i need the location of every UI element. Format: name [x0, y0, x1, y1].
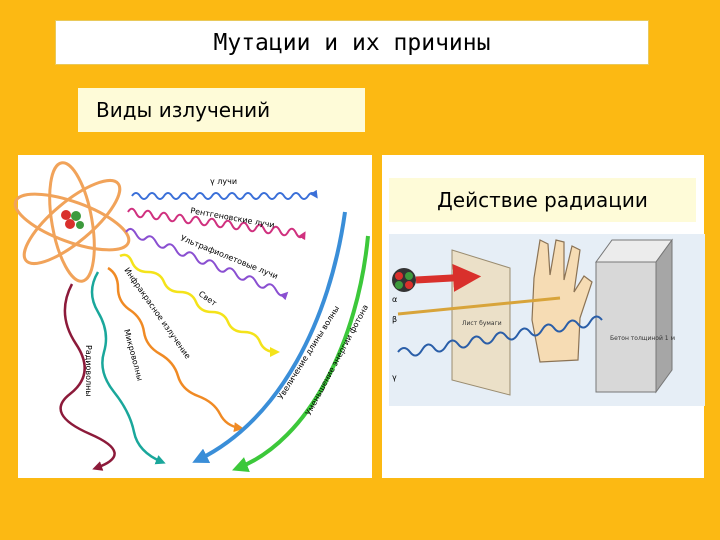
title-box: Мутации и их причины [55, 20, 649, 65]
slide-title: Мутации и их причины [213, 29, 491, 56]
light-label: Свет [197, 289, 219, 308]
alpha-particle-icon [392, 268, 416, 292]
gamma-beam [397, 315, 603, 357]
concrete-label: Бетон толщиной 1 м [610, 335, 675, 342]
effect-title-box: Действие радиации [389, 178, 696, 222]
radio-label: Радиоволны [84, 345, 93, 397]
subtitle-box: Виды излучений [78, 88, 365, 132]
radio-wave [59, 283, 116, 471]
energy-label: Уменьшение энергии фотона [304, 303, 370, 417]
alpha-label: α [392, 295, 397, 304]
concrete-block-front [595, 261, 657, 393]
nucleus-icon [61, 210, 84, 229]
beta-beam [397, 296, 561, 316]
hand-icon [531, 239, 593, 363]
gamma-effect-label: γ [392, 373, 397, 382]
uv-label: Ультрафиолетовые лучи [179, 234, 279, 281]
subtitle: Виды излучений [96, 98, 271, 122]
radiation-types-panel [18, 155, 372, 478]
microwave-label: Микроволны [122, 328, 144, 382]
alpha-beam [415, 263, 482, 292]
wavelength-label: Увеличение длины волны [276, 304, 341, 401]
wavelength-arrow [192, 211, 347, 463]
atom-icon [13, 161, 131, 283]
gamma-label: γ лучи [210, 177, 237, 186]
uv-wave [125, 228, 289, 301]
light-wave [119, 253, 280, 357]
effect-title: Действие радиации [437, 188, 648, 212]
infrared-wave [107, 266, 244, 433]
gamma-ray-wave [131, 189, 318, 200]
concrete-block-side [655, 238, 673, 394]
paper-label: Лист бумаги [462, 320, 502, 327]
xray-wave [127, 207, 306, 241]
beta-label: β [392, 315, 397, 324]
energy-arrow [232, 235, 370, 472]
microwave-wave [90, 271, 166, 465]
